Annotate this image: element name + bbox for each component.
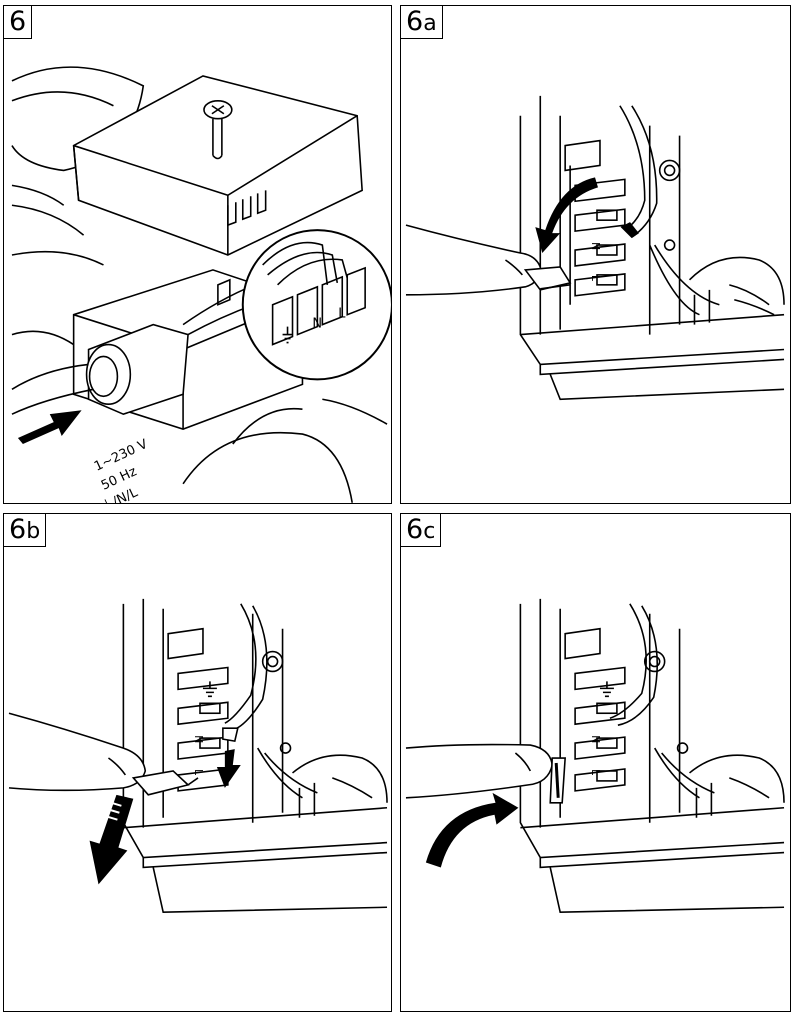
panel-label: 6b — [4, 514, 47, 547]
terminal-l-label: L — [338, 307, 346, 322]
panel-6b: 6b — [3, 513, 392, 1012]
panel-6a: 6a — [400, 5, 791, 504]
panel-label: 6 — [4, 6, 33, 39]
terminal-l-label: L — [589, 769, 602, 776]
insert-wire-illustration: N L — [8, 598, 388, 914]
release-lever-illustration: N L — [405, 95, 785, 401]
panel-label: 6a — [401, 6, 443, 39]
terminal-n-label: N — [589, 242, 602, 250]
terminal-n-label: N — [312, 317, 322, 332]
terminal-n-label: N — [589, 735, 602, 743]
terminal-n-label: N — [192, 735, 205, 743]
panel-6c: 6c — [400, 513, 791, 1012]
terminal-l-label: L — [589, 275, 602, 282]
panel-6: 6 — [3, 5, 392, 504]
close-lever-illustration: N L — [405, 598, 785, 914]
terminal-l-label: L — [192, 769, 205, 776]
terminal-box-illustration: N L — [11, 66, 391, 503]
panel-label: 6c — [401, 514, 442, 547]
